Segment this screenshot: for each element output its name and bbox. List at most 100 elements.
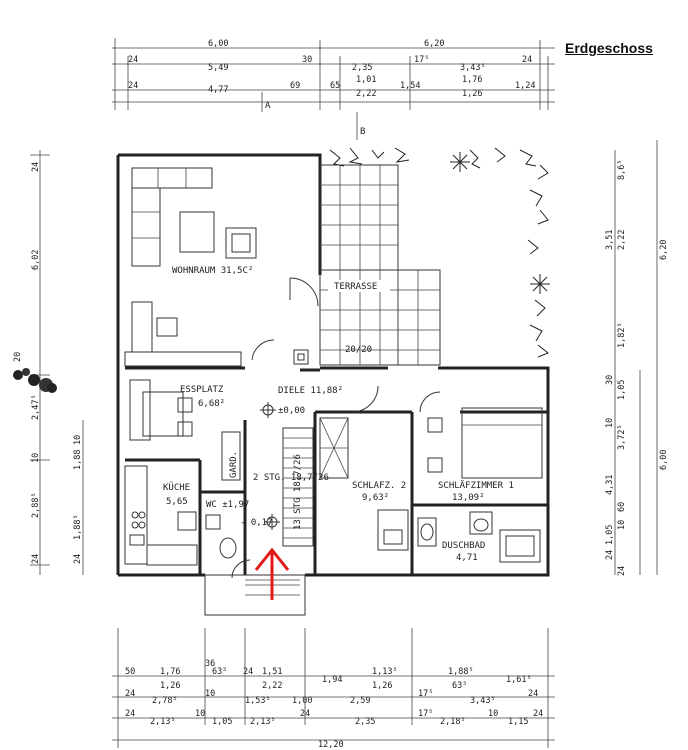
dim-top-620: 6,20: [424, 39, 444, 49]
left-dimension-lines: [30, 150, 84, 575]
duschbad-area: 4,71: [456, 553, 478, 563]
terrace-door-swing: [289, 277, 319, 307]
dining-chair-2: [177, 421, 193, 437]
dim-bot-r3-0: 24: [125, 689, 135, 699]
dim-right-2: 2,22: [617, 230, 627, 250]
wall-cabinet: [124, 351, 242, 367]
dim-bot-r4-7: 17⁵: [418, 709, 433, 719]
dim-bot-r4-8: 2,18⁵: [440, 717, 466, 727]
dim-left-7: 2,88⁵: [31, 492, 41, 518]
dim-right-10: 6,00: [659, 450, 669, 470]
dim-right-1: 3,51: [605, 230, 615, 250]
dim-bot-r2-3: 63⁵: [452, 681, 467, 691]
diele-door-swing: [351, 385, 379, 413]
living-door-swing: [251, 339, 275, 361]
dim-bot-r4-10: 1,15: [508, 717, 528, 727]
room-label-diele: DIELE 11,88²: [278, 386, 343, 396]
dim-bot-r4-0: 24: [125, 709, 135, 719]
dim-top-r2-1: 5,49: [208, 63, 228, 73]
dim-bot-r4-6: 2,35: [355, 717, 375, 727]
kitchen-counter: [124, 465, 198, 566]
chimney-flue: [297, 353, 305, 361]
dim-bot-r4-1: 2,13⁵: [150, 717, 176, 727]
dim-top-r3-5: 1,54: [400, 81, 420, 91]
dim-bot-r1-5: 1,51: [262, 667, 282, 677]
side-table: [156, 317, 178, 337]
dim-left-2: 20: [13, 352, 23, 362]
dim-top-r2-3: 2,35: [352, 63, 372, 73]
dim-right-15: 24: [617, 566, 627, 576]
dim-right-14: 24: [605, 550, 615, 560]
room-label-schlafz2: SCHLAFZ. 2: [352, 481, 406, 491]
dim-top-600: 6,00: [208, 39, 228, 49]
entry-door-swing: [231, 559, 251, 579]
dim-top-r3-1: 4,77: [208, 85, 228, 95]
entrance-porch: [204, 574, 306, 616]
dim-bot-r3-1: 2,78⁵: [152, 696, 178, 706]
room-label-schlafzimmer1: SCHLÄFZIMMER 1: [438, 480, 514, 491]
stairs-vertical-label: 13 STG 18,7/26: [293, 454, 303, 530]
dim-right-5: 30: [605, 375, 615, 385]
section-mark-b: B: [360, 127, 365, 137]
dim-bot-r1-4: 24: [243, 667, 253, 677]
bedroom1-bed: [427, 407, 543, 479]
dim-right-11: 60: [617, 502, 627, 512]
dim-top-r4-0: 2,22: [356, 89, 376, 99]
entry-level-label: - 0,17: [240, 518, 273, 528]
dim-top-r3-3: 65: [330, 81, 340, 91]
schlafzimmer1-area: 13,09²: [452, 493, 485, 503]
room-label-garderobe: GARD.: [229, 451, 239, 478]
dim-right-13: 10: [617, 520, 627, 530]
dim-bot-r2-0: 1,26: [160, 681, 180, 691]
staircase: [282, 427, 314, 547]
dim-bot-r3-5: 2,59: [350, 696, 370, 706]
dim-bot-r4-5: 24: [300, 709, 310, 719]
dim-right-12: 1,05: [605, 525, 615, 545]
bedroom2-furniture: [319, 417, 409, 551]
room-label-wc: WC ±1,97: [206, 500, 249, 510]
kueche-area: 5,65: [166, 497, 188, 507]
stairs-label: 2 STG. 18,7/26: [253, 473, 329, 483]
dining-bench: [129, 379, 151, 441]
wc-toilet: [219, 537, 237, 559]
dim-left-0: 6,02: [31, 250, 41, 270]
dim-top-r3-6: 1,76: [462, 75, 482, 85]
dim-bot-r1-8: 1,88⁵: [448, 667, 474, 677]
dim-top-r3-0: 24: [128, 81, 138, 91]
level-marker-diele: [260, 402, 276, 418]
dim-right-6: 1,05: [617, 380, 627, 400]
dim-bot-r1-9: 1,61⁵: [506, 675, 532, 685]
dim-right-3: 6,20: [659, 240, 669, 260]
dim-bot-r3-4: 1,00: [292, 696, 312, 706]
shower-bath-fixtures: [417, 511, 541, 563]
dim-bot-r1-0: 50: [125, 667, 135, 677]
top-dimension-lines: [112, 38, 555, 110]
dim-bot-r1-1: 1,76: [160, 667, 180, 677]
room-label-terrasse: TERRASSE: [334, 282, 377, 292]
dim-top-r4-1: 1,26: [462, 89, 482, 99]
dining-chair-1: [177, 397, 193, 413]
dim-bot-r3-7: 3,43⁵: [470, 696, 496, 706]
dim-bot-r4-11: 24: [533, 709, 543, 719]
dim-top-r2-5: 3,43⁵: [460, 63, 486, 73]
dim-bot-r4-2: 10: [195, 709, 205, 719]
dim-top-r3-4: 1,01: [356, 75, 376, 85]
room-label-wohnraum: WOHNRAUM 31,5C²: [172, 266, 253, 276]
dim-bot-r2-2: 1,26: [372, 681, 392, 691]
terrasse-steps-label: 20/20: [345, 345, 372, 355]
room-label-duschbad: DUSCHBAD: [442, 541, 485, 551]
dim-bot-r3-3: 1,53⁵: [245, 696, 271, 706]
diele-level-label: ±0,00: [278, 406, 305, 416]
bedroom1-door-swing: [419, 391, 441, 413]
dim-left-6: 10: [73, 435, 83, 445]
dim-bot-r3-6: 17⁵: [418, 689, 433, 699]
dim-right-8: 3,72⁵: [617, 424, 627, 450]
dim-bot-r4-4: 2,13⁵: [250, 717, 276, 727]
dim-left-9: 1,88⁵: [73, 514, 83, 540]
level-marker-entry: [264, 514, 280, 530]
dim-bot-r3-8: 24: [528, 689, 538, 699]
armchair-seat: [231, 233, 251, 253]
room-label-kueche: KÜCHE: [163, 482, 190, 493]
dim-top-r2-0: 24: [128, 55, 138, 65]
dim-top-r3-2: 69: [290, 81, 300, 91]
